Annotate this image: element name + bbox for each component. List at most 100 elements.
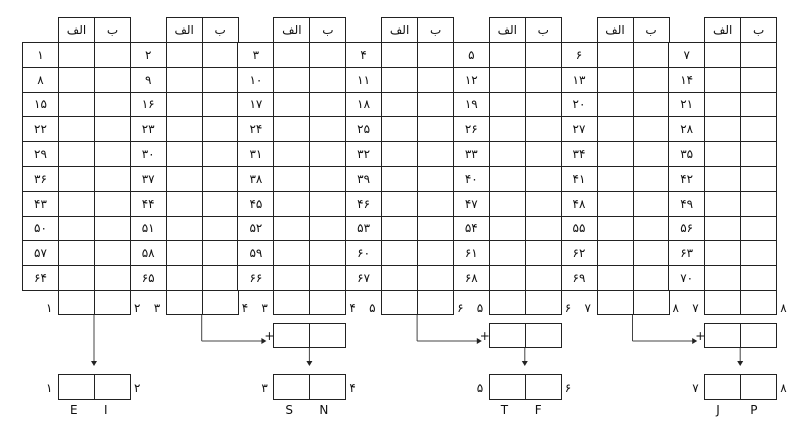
score-box-a[interactable] — [381, 290, 419, 315]
answer-cell-b[interactable] — [740, 166, 778, 192]
answer-cell-b[interactable] — [740, 91, 778, 118]
answer-cell-a[interactable] — [58, 190, 95, 217]
answer-cell-a[interactable] — [58, 116, 95, 143]
question-number: ۲۲ — [22, 116, 59, 143]
question-number: ۲ — [129, 42, 167, 68]
question-number: ۶۹ — [560, 265, 598, 291]
sum-box-b[interactable] — [524, 323, 562, 348]
answer-cell-a[interactable] — [381, 240, 419, 267]
score-box-b[interactable] — [309, 290, 347, 315]
answer-cell-b[interactable] — [309, 166, 347, 192]
result-box-b[interactable] — [94, 374, 131, 400]
question-number: ۲۴ — [237, 116, 275, 143]
answer-cell-a[interactable] — [273, 141, 311, 167]
answer-cell-b[interactable] — [632, 215, 670, 242]
answer-cell-a[interactable] — [704, 66, 742, 93]
answer-cell-a[interactable] — [58, 215, 95, 242]
answer-cell-b[interactable] — [417, 166, 455, 192]
answer-cell-a[interactable] — [381, 42, 419, 68]
answer-cell-a[interactable] — [596, 240, 634, 267]
answer-cell-a[interactable] — [488, 116, 526, 143]
score-label-right: ۴ — [241, 301, 249, 315]
answer-cell-a[interactable] — [704, 42, 742, 68]
answer-cell-b[interactable] — [94, 91, 131, 118]
answer-cell-a[interactable] — [488, 42, 526, 68]
type-letter: T — [500, 403, 509, 417]
answer-cell-b[interactable] — [201, 116, 239, 143]
header-col-a: الف — [165, 17, 203, 43]
score-box-b[interactable] — [740, 290, 778, 315]
answer-cell-b[interactable] — [632, 66, 670, 93]
result-label-left: ۳ — [261, 381, 268, 395]
answer-cell-a[interactable] — [58, 240, 95, 267]
score-box-b[interactable] — [524, 290, 562, 315]
score-box-b[interactable] — [94, 290, 131, 315]
answer-cell-b[interactable] — [632, 190, 670, 217]
answer-cell-a[interactable] — [273, 240, 311, 267]
score-box-b[interactable] — [201, 290, 239, 315]
answer-cell-b[interactable] — [309, 265, 347, 291]
answer-cell-a[interactable] — [165, 240, 203, 267]
answer-cell-a[interactable] — [381, 91, 419, 118]
answer-cell-a[interactable] — [273, 66, 311, 93]
score-box-b[interactable] — [417, 290, 455, 315]
result-box-b[interactable] — [740, 374, 778, 400]
answer-cell-a[interactable] — [488, 265, 526, 291]
answer-cell-b[interactable] — [417, 215, 455, 242]
answer-cell-a[interactable] — [488, 190, 526, 217]
answer-cell-b[interactable] — [740, 141, 778, 167]
answer-cell-b[interactable] — [201, 166, 239, 192]
question-number: ۴ — [345, 42, 383, 68]
sum-box-a[interactable] — [704, 323, 742, 348]
score-label-left: ۱ — [46, 301, 53, 315]
answer-cell-b[interactable] — [524, 91, 562, 118]
answer-cell-b[interactable] — [740, 240, 778, 267]
answer-cell-a[interactable] — [381, 66, 419, 93]
sum-box-b[interactable] — [309, 323, 347, 348]
answer-cell-a[interactable] — [704, 166, 742, 192]
question-number: ۱ — [22, 42, 59, 68]
score-box-a[interactable] — [596, 290, 634, 315]
answer-cell-a[interactable] — [58, 141, 95, 167]
answer-cell-a[interactable] — [165, 166, 203, 192]
answer-cell-b[interactable] — [201, 66, 239, 93]
answer-cell-b[interactable] — [94, 265, 131, 291]
sum-box-a[interactable] — [273, 323, 311, 348]
score-box-b[interactable] — [632, 290, 670, 315]
answer-cell-a[interactable] — [596, 91, 634, 118]
answer-cell-b[interactable] — [201, 240, 239, 267]
question-number: ۲۷ — [560, 116, 598, 143]
answer-cell-b[interactable] — [417, 240, 455, 267]
plus-sign: + — [264, 329, 275, 343]
question-number: ۱۸ — [345, 91, 383, 118]
answer-cell-b[interactable] — [524, 240, 562, 267]
question-number: ۲۸ — [668, 116, 706, 143]
answer-cell-a[interactable] — [704, 91, 742, 118]
result-box-a[interactable] — [488, 374, 526, 400]
answer-cell-b[interactable] — [201, 190, 239, 217]
answer-cell-b[interactable] — [740, 190, 778, 217]
answer-cell-a[interactable] — [596, 190, 634, 217]
answer-cell-b[interactable] — [309, 66, 347, 93]
arrow-down-icon — [306, 361, 313, 366]
result-box-b[interactable] — [309, 374, 347, 400]
question-number: ۳۷ — [129, 166, 167, 192]
result-box-a[interactable] — [58, 374, 95, 400]
question-number: ۴۳ — [22, 190, 59, 217]
score-label-left: ۳ — [153, 301, 161, 315]
answer-cell-a[interactable] — [381, 141, 419, 167]
question-number: ۴۷ — [452, 190, 490, 217]
result-box-b[interactable] — [524, 374, 562, 400]
score-label-right: ۲ — [134, 301, 141, 315]
answer-cell-a[interactable] — [704, 240, 742, 267]
sum-box-b[interactable] — [740, 323, 778, 348]
answer-cell-b[interactable] — [740, 215, 778, 242]
score-box-a[interactable] — [704, 290, 742, 315]
score-box-a[interactable] — [488, 290, 526, 315]
question-number: ۴۱ — [560, 166, 598, 192]
answer-cell-b[interactable] — [94, 190, 131, 217]
sum-box-a[interactable] — [488, 323, 526, 348]
question-number: ۵۱ — [129, 215, 167, 242]
answer-cell-b[interactable] — [417, 190, 455, 217]
